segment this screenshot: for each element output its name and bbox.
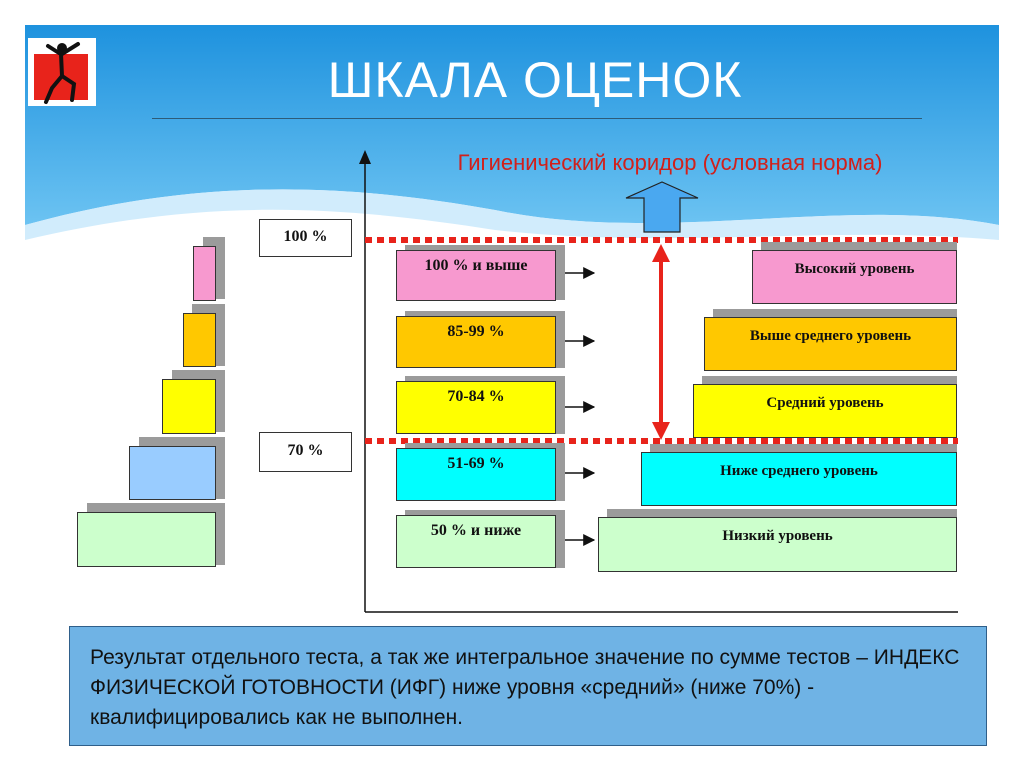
double-arrow-top-icon bbox=[652, 244, 670, 262]
threshold-label-upper: 100 % bbox=[259, 219, 352, 257]
range-box-3: 70-84 % bbox=[396, 381, 556, 434]
level-box-average: Средний уровень bbox=[693, 384, 957, 438]
range-box-5: 50 % и ниже bbox=[396, 515, 556, 568]
info-box: Результат отдельного теста, а так же инт… bbox=[69, 626, 987, 746]
threshold-label-lower: 70 % bbox=[259, 432, 352, 472]
stair-step-2 bbox=[183, 313, 216, 367]
stair-step-4 bbox=[129, 446, 216, 500]
athlete-logo-icon bbox=[30, 40, 94, 104]
info-text: Результат отдельного теста, а так же инт… bbox=[90, 646, 960, 729]
corridor-up-arrow-icon bbox=[625, 181, 699, 233]
level-box-low: Низкий уровень bbox=[598, 517, 957, 572]
level-box-below-average: Ниже среднего уровень bbox=[641, 452, 957, 506]
header-background bbox=[25, 25, 999, 240]
stair-step-3 bbox=[162, 379, 216, 434]
page-title: ШКАЛА ОЦЕНОК bbox=[327, 52, 743, 108]
title-underline bbox=[152, 118, 922, 119]
range-box-4: 51-69 % bbox=[396, 448, 556, 501]
corridor-label: Гигиенический коридор (условная норма) bbox=[457, 150, 883, 175]
axis-arrow-icon bbox=[359, 150, 371, 164]
range-box-2: 85-99 % bbox=[396, 316, 556, 368]
stair-step-1 bbox=[193, 246, 216, 301]
level-box-above-average: Выше среднего уровень bbox=[704, 317, 957, 371]
stair-step-5 bbox=[77, 512, 216, 567]
range-box-1: 100 % и выше bbox=[396, 250, 556, 301]
logo bbox=[28, 38, 96, 106]
double-arrow-bottom-icon bbox=[652, 422, 670, 440]
level-box-high: Высокий уровень bbox=[752, 250, 957, 304]
